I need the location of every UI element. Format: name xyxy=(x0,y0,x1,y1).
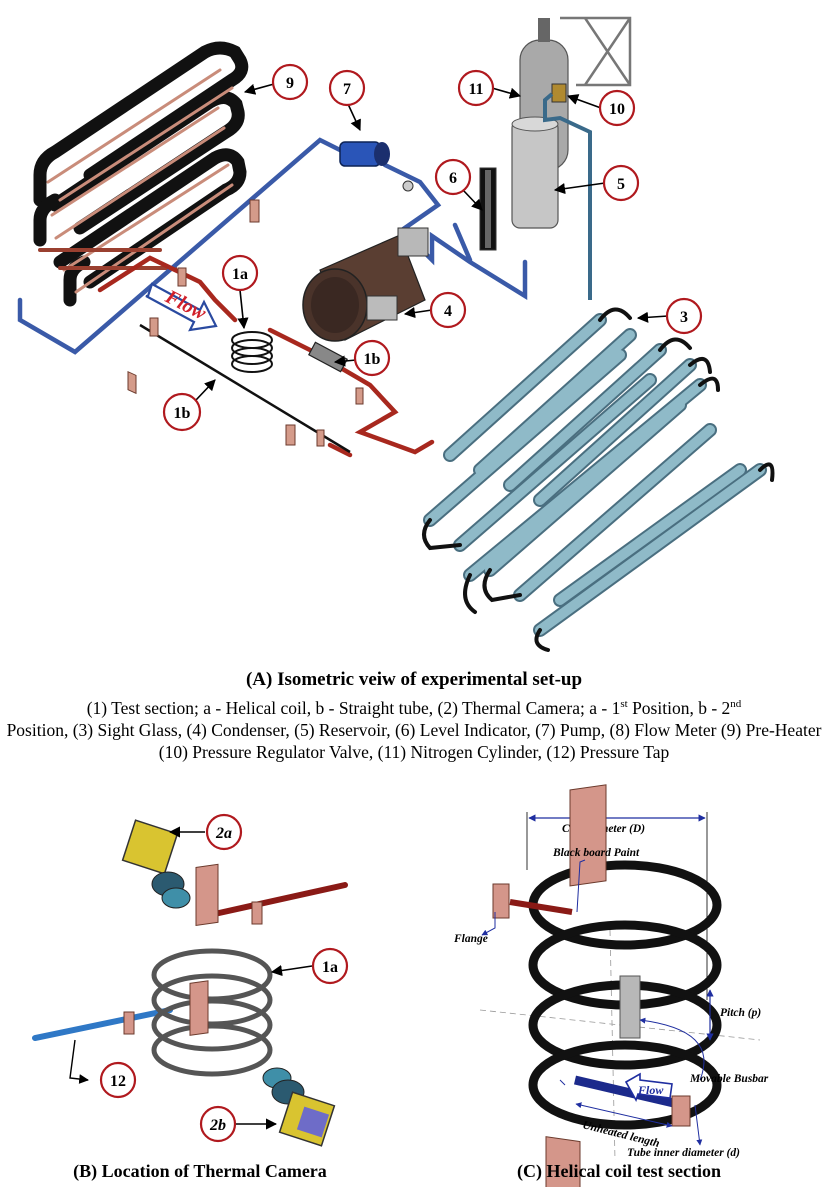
callouts-a: 9 7 11 10 6 xyxy=(162,63,703,432)
callout-9: 9 xyxy=(243,63,309,101)
flanges-b xyxy=(123,863,263,1036)
svg-text:2b: 2b xyxy=(209,1117,226,1134)
svg-text:1b: 1b xyxy=(364,351,381,368)
blue-piping xyxy=(17,137,528,355)
legend-sup1: st xyxy=(620,698,628,711)
flow-meter xyxy=(339,141,414,192)
legend-seg3: Position, (3) Sight Glass, (4) Condenser… xyxy=(6,720,822,762)
helical-coil-b xyxy=(151,948,273,1077)
sight-glass xyxy=(308,341,348,373)
svg-text:2a: 2a xyxy=(215,825,232,842)
part-c-title: (C) Helical coil test section xyxy=(517,1161,721,1181)
callout-1a: 1a xyxy=(221,254,259,330)
callout-7: 4 xyxy=(403,291,467,329)
legend: (1) Test section; a - Helical coil, b - … xyxy=(0,697,828,763)
callout-1b: 1b xyxy=(162,379,216,432)
callout-8: 7 xyxy=(328,69,366,132)
tube-inner-diameter-label: Tube inner diameter (d) xyxy=(627,1147,740,1159)
callout-10: 10 xyxy=(566,89,636,127)
level-indicator xyxy=(479,167,497,251)
svg-text:1a: 1a xyxy=(322,959,338,976)
part-b-drawing: 2a 1a 12 2b xyxy=(32,813,349,1147)
part-a-title: (A) Isometric veiw of experimental set-u… xyxy=(245,669,583,690)
svg-text:7: 7 xyxy=(343,81,351,98)
callout-11: 11 xyxy=(457,69,522,107)
red-pipe-b xyxy=(207,882,348,918)
flow-arrow: Flow xyxy=(145,282,218,332)
movable-busbar xyxy=(619,975,641,1039)
svg-text:3: 3 xyxy=(680,309,688,326)
callout-1a-b: 1a xyxy=(270,947,349,985)
callouts-b: 2a 1a 12 2b xyxy=(99,813,349,1143)
pressure-tap-b xyxy=(69,1039,89,1084)
flanges xyxy=(127,199,364,447)
legend-sup2: nd xyxy=(730,698,742,711)
test-section-piping xyxy=(97,255,435,458)
callout-4: 3 xyxy=(636,297,703,335)
black-board-paint-label: Black board Paint xyxy=(552,847,640,859)
straight-tube xyxy=(139,323,351,454)
movable-busbar-label: Movable Busbar xyxy=(689,1073,769,1085)
reservoir xyxy=(511,116,559,229)
part-a-drawing: Flow xyxy=(17,16,775,652)
svg-text:6: 6 xyxy=(449,170,457,187)
svg-text:12: 12 xyxy=(110,1073,126,1090)
thermal-camera-a xyxy=(121,819,191,909)
part-b-title: (B) Location of Thermal Camera xyxy=(73,1161,327,1181)
callout-3: 1b xyxy=(333,339,391,377)
thermal-camera-b xyxy=(262,1067,336,1147)
svg-text:9: 9 xyxy=(286,75,294,92)
callout-2b: 2b xyxy=(199,1105,278,1143)
helical-coil-a xyxy=(231,331,273,373)
callout-5: 5 xyxy=(553,164,640,202)
svg-text:5: 5 xyxy=(617,176,625,193)
condenser xyxy=(422,307,775,652)
callout-12: 12 xyxy=(99,1061,137,1099)
pitch-label: Pitch (p) xyxy=(720,1007,761,1019)
flange-label: Flange xyxy=(453,933,488,945)
svg-text:10: 10 xyxy=(609,101,625,118)
part-c-drawing: Coil diameter (D) Flow Black xyxy=(453,784,769,1187)
pre-heater xyxy=(33,41,249,307)
callout-2a: 2a xyxy=(168,813,243,851)
svg-text:1a: 1a xyxy=(232,266,248,283)
svg-text:4: 4 xyxy=(444,303,452,320)
legend-seg1: (1) Test section; a - Helical coil, b - … xyxy=(86,698,621,718)
flow-arrow-c: Flow xyxy=(624,1072,673,1102)
callout-6: 6 xyxy=(434,158,483,211)
flange-c xyxy=(492,883,510,919)
pump xyxy=(302,227,429,342)
svg-text:11: 11 xyxy=(468,81,483,98)
legend-seg2: Position, b - 2 xyxy=(627,698,731,718)
blue-pipe-b xyxy=(32,1007,173,1041)
flow-c-label: Flow xyxy=(637,1083,664,1097)
pressure-regulator-valve xyxy=(543,83,592,300)
svg-text:1b: 1b xyxy=(174,405,191,422)
